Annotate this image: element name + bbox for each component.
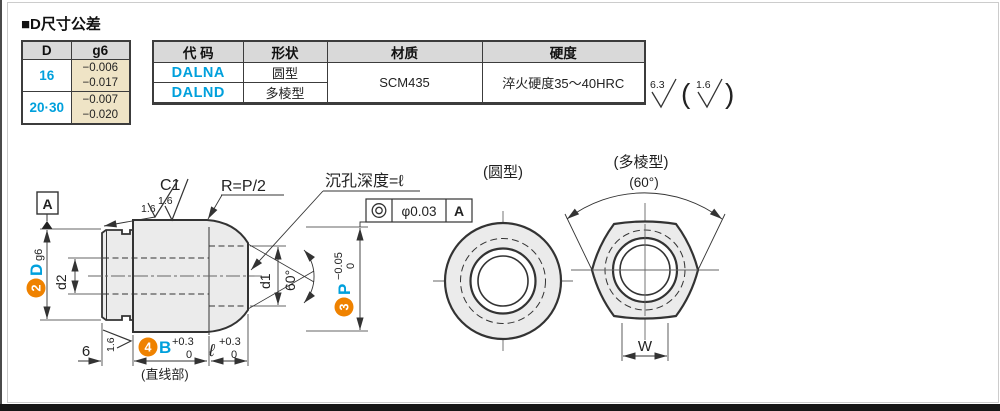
view-label-poly-angle: (60°): [629, 175, 658, 190]
finish-outer-value: 6.3: [650, 79, 665, 91]
callout-number: 4: [145, 341, 152, 355]
hidden-circle: [460, 238, 546, 324]
dim-P: 3 P −0.05 0: [333, 252, 357, 317]
dim-fit: g6: [33, 249, 45, 261]
tol-upper: 0: [345, 263, 357, 269]
table-header-row: 代 码 形状 材质 硬度: [152, 40, 646, 63]
datum-a: A: [36, 191, 59, 229]
radius-leader: [207, 194, 223, 220]
c1-leader: [103, 216, 156, 228]
roughness-icon: [164, 178, 189, 222]
straight-note: (直线部): [141, 367, 189, 382]
datum-label: A: [42, 196, 52, 212]
dim-label: d1: [257, 273, 273, 289]
datum-triangle-icon: [41, 221, 53, 229]
material-value: SCM435: [326, 62, 483, 104]
d-tolerance-table: D g6 16 −0.006 −0.017 20·30 −0.007 −0.02…: [21, 40, 131, 125]
radius-note: R=P/2: [221, 178, 266, 195]
angle-arc: [566, 192, 723, 220]
g6-upper: −0.006: [82, 61, 119, 74]
part-code: DALND: [152, 82, 244, 104]
gdt-datum: A: [454, 203, 464, 219]
tol-upper: +0.3: [219, 336, 241, 348]
page-left-edge: [0, 0, 2, 411]
dim-letter: ℓ: [208, 341, 215, 360]
gdt-tolerance: φ0.03: [401, 204, 436, 219]
g6-value: −0.006 −0.017: [70, 59, 131, 92]
poly-view: (多棱型) (60°) W: [564, 154, 726, 361]
dim-label: 60°: [282, 270, 298, 291]
section-title: ■D尺寸公差: [21, 16, 101, 33]
annotations: C1 1.6 1.6 1.6 R=P/2 沉孔深度=ℓ: [102, 172, 420, 352]
roughness-icon: [651, 78, 677, 109]
d-value: 16: [21, 59, 72, 92]
angle-line: [697, 213, 726, 271]
surface-finish-note: 6.3 ( 1.6 ): [650, 78, 734, 109]
roughness-value: 1.6: [158, 195, 173, 207]
callout-number: 2: [30, 284, 44, 291]
view-label-poly: (多棱型): [614, 154, 669, 171]
roughness-icon: [102, 329, 133, 349]
roughness-icon: [147, 179, 179, 219]
dim-d1: d1: [257, 273, 273, 289]
counterbore-note: 沉孔深度=ℓ: [325, 172, 404, 190]
concentricity-icon: [371, 203, 387, 218]
dimension-lines: [43, 228, 364, 365]
roughness-value: 1.6: [105, 337, 117, 352]
w-dimension: [621, 323, 669, 361]
col-header-d: D: [21, 40, 72, 60]
part-shape: 多棱型: [242, 82, 328, 104]
g6-lower: −0.017: [82, 76, 119, 89]
tol-lower: −0.05: [333, 252, 345, 280]
view-label-round: (圆型): [483, 164, 523, 181]
paren-open: (: [681, 78, 691, 109]
roughness-icon: [697, 78, 723, 109]
hole-circle: [477, 255, 529, 307]
dim-letter: P: [335, 284, 354, 295]
g6-upper: −0.007: [82, 93, 119, 106]
paren-close: ): [725, 78, 734, 109]
dim-d2: d2: [53, 274, 69, 290]
g6-value: −0.007 −0.020: [70, 91, 131, 125]
tol-upper: +0.3: [172, 336, 194, 348]
callout-number: 3: [338, 303, 352, 310]
gdt-frame: φ0.03 A: [359, 198, 473, 227]
dim-l: ℓ +0.3 0: [208, 336, 241, 361]
dim-D: 2 D g6: [26, 249, 46, 298]
table-row: 20·30 −0.007 −0.020: [21, 91, 131, 125]
counterbore-hidden-lines: [103, 245, 248, 307]
g6-lower: −0.020: [82, 108, 119, 121]
side-view: [88, 219, 262, 335]
dim-label: d2: [53, 274, 69, 290]
round-view: (圆型): [433, 164, 573, 351]
roughness-rotated: 1.6: [102, 329, 133, 352]
callout-circle: [334, 297, 354, 317]
col-header-hardness: 硬度: [481, 40, 646, 63]
page-bottom-bar: [0, 404, 1000, 411]
spec-table: 代 码 形状 材质 硬度 DALNA 圆型 SCM435 淬火硬度35～40HR…: [152, 40, 646, 105]
page-frame: [7, 2, 999, 403]
dim-letter: D: [27, 264, 46, 276]
d-value: 20·30: [21, 91, 72, 125]
dim-shank-length: 6: [82, 343, 90, 360]
tol-lower: 0: [186, 349, 192, 361]
counterbore-leader: [250, 190, 324, 271]
chamfer-note: C1: [160, 177, 181, 194]
hardness-value: 淬火硬度35～40HRC: [481, 62, 646, 104]
gdt-connector: [359, 221, 366, 227]
finish-inner-value: 1.6: [696, 79, 711, 91]
callout-circle: [26, 278, 46, 298]
dim-B: 4 B +0.3 0: [138, 336, 194, 361]
dim-angle: 60°: [282, 270, 298, 291]
table-row: DALNA 圆型 SCM435 淬火硬度35～40HRC: [152, 62, 646, 104]
table-row: 16 −0.006 −0.017: [21, 59, 131, 92]
table-row: DALND 多棱型: [152, 82, 645, 104]
angle-line: [564, 213, 593, 271]
tol-lower: 0: [231, 349, 237, 361]
dim-w: W: [638, 338, 653, 355]
col-header-shape: 形状: [242, 40, 328, 63]
callout-circle: [138, 337, 158, 357]
dim-letter: B: [159, 338, 171, 357]
